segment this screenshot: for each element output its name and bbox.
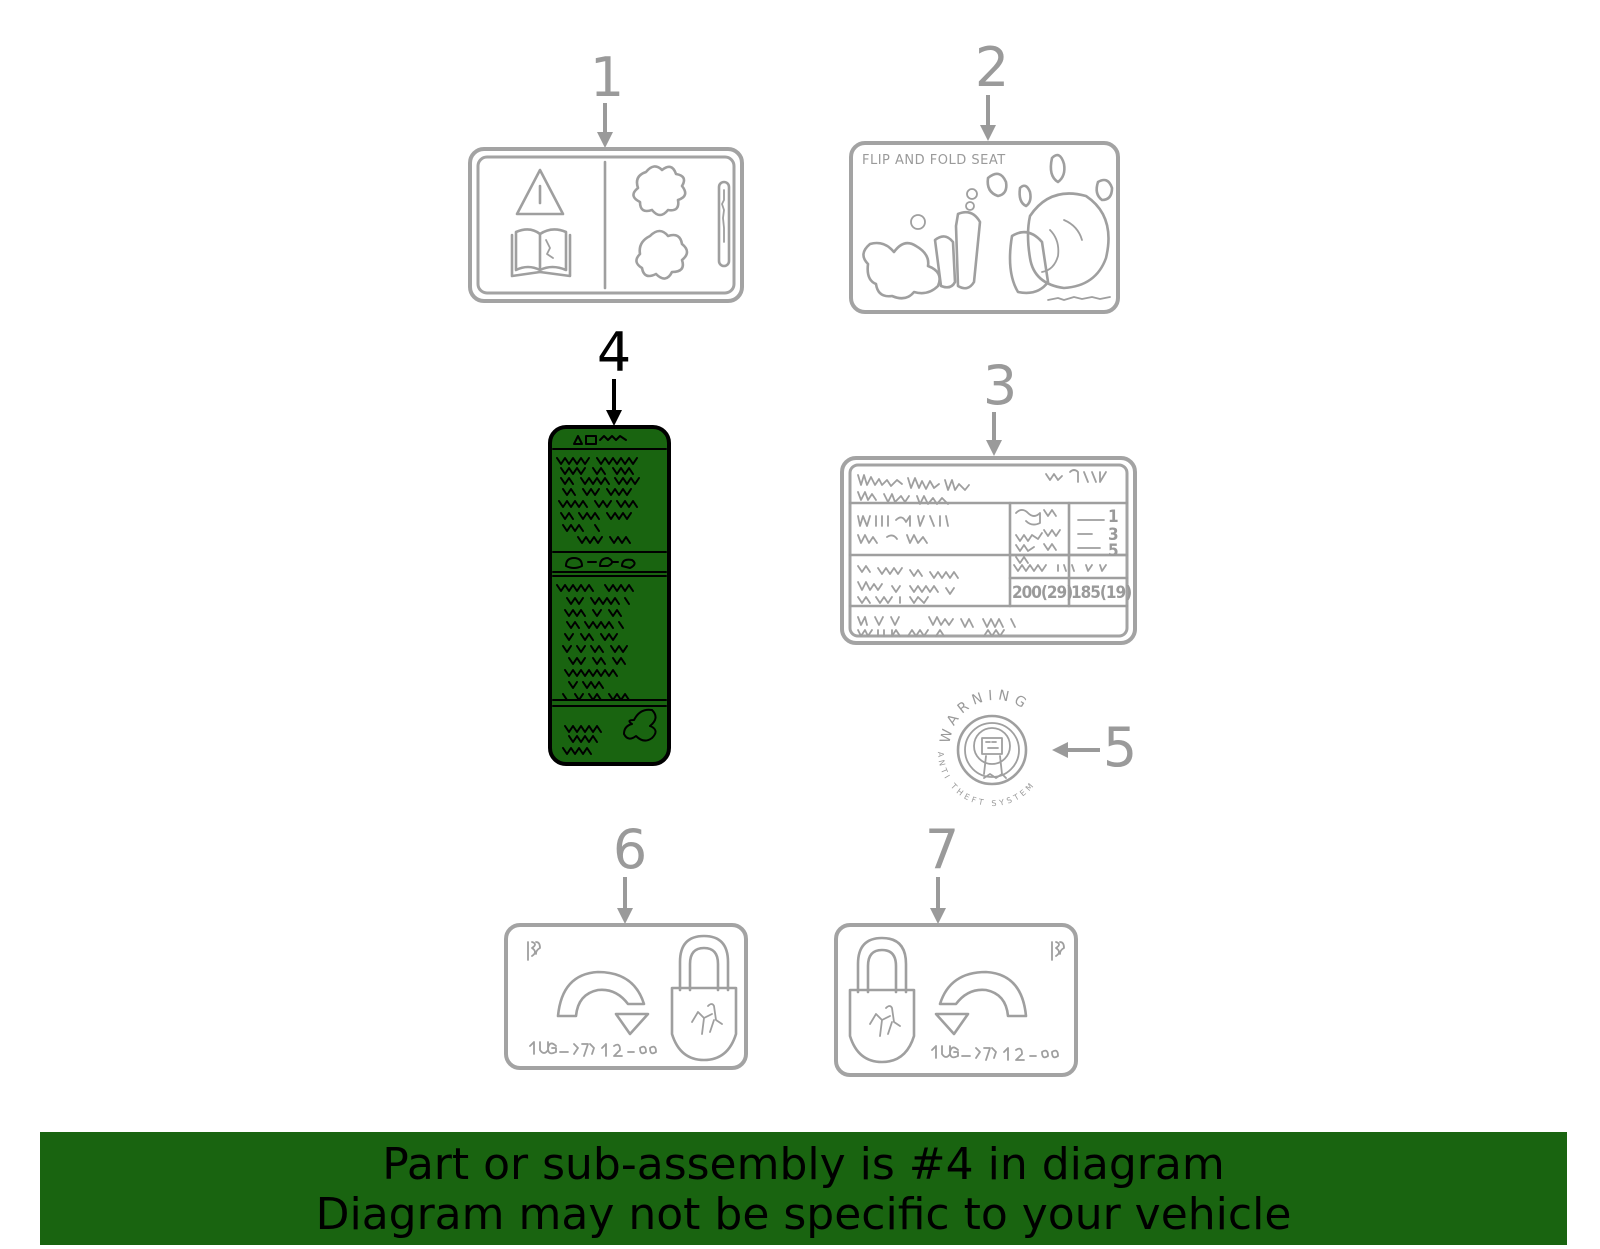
- label-4-scribble-text-icon: [556, 435, 657, 755]
- label-2-part-code-icon: [1047, 296, 1111, 301]
- folding-seat-sketch-icon: [862, 153, 1114, 300]
- curved-arrow-left-icon: [934, 970, 1028, 1036]
- banner-disclaimer-line: Diagram may not be specific to your vehi…: [315, 1189, 1292, 1240]
- label-3-tire-pressure[interactable]: 3 200(29) 185(19) 1 3: [840, 354, 1137, 645]
- label-1-side-strip-icon: [717, 180, 731, 268]
- label-6-part-code-icon: [529, 1041, 657, 1057]
- label-2-flip-fold-seat[interactable]: 2 FLIP AND FOLD SEAT: [849, 36, 1120, 314]
- label-7-child-lock-left[interactable]: 7: [834, 818, 1078, 1077]
- curved-arrow-right-icon: [556, 970, 650, 1036]
- manual-book-icon: [510, 228, 572, 278]
- label-5-anti-theft-emblem[interactable]: 5 WARNING ANTI THEFT SYSTEM: [936, 688, 1137, 809]
- callout-6: 6: [613, 818, 647, 881]
- banner-part-number-line: Part or sub-assembly is #4 in diagram: [382, 1139, 1225, 1190]
- anti-theft-system-text: ANTI THEFT SYSTEM: [936, 751, 1038, 808]
- seat-splat-icon: [632, 165, 689, 280]
- warning-triangle-icon: [515, 168, 565, 216]
- label-1-warning-manual[interactable]: 1: [468, 46, 744, 303]
- tire-label-scribble-text-icon: [857, 469, 1107, 637]
- tire-row-3: 3: [1108, 525, 1118, 545]
- label-6-child-lock-right[interactable]: 6: [504, 818, 748, 1070]
- callout-4: 4: [597, 321, 631, 384]
- padlock-child-icon-7: [848, 936, 916, 1064]
- callout-1: 1: [590, 46, 624, 109]
- callout-2: 2: [975, 36, 1009, 99]
- anti-theft-figure-icon: [981, 737, 1007, 779]
- label-4-selected-warning-label[interactable]: 4: [548, 321, 671, 766]
- tire-value-rear: 185(19): [1071, 583, 1131, 603]
- callout-5: 5: [1103, 716, 1137, 779]
- label-6-corner-mark-icon: [527, 941, 541, 961]
- padlock-child-icon: [670, 934, 738, 1062]
- label-7-part-code-icon: [931, 1045, 1059, 1061]
- flip-fold-seat-title: FLIP AND FOLD SEAT: [862, 153, 1006, 168]
- callout-7: 7: [925, 818, 959, 881]
- tire-row-5: 5: [1108, 541, 1118, 561]
- info-banner: Part or sub-assembly is #4 in diagram Di…: [40, 1132, 1567, 1245]
- callout-3: 3: [983, 354, 1017, 417]
- tire-row-1: 1: [1108, 507, 1118, 527]
- label-7-corner-mark-icon: [1051, 941, 1065, 961]
- tire-value-front: 200(29): [1012, 583, 1072, 603]
